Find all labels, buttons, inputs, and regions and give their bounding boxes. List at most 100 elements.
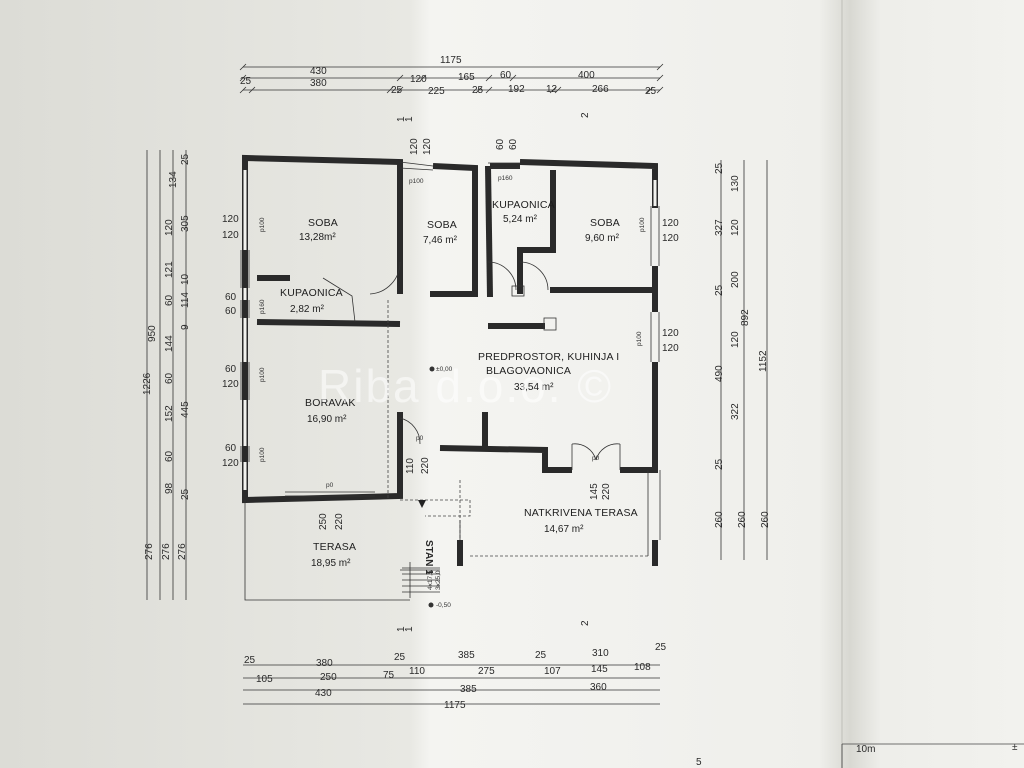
dim-bot-105: 105 [256, 674, 273, 685]
room-soba-2-area: 7,46 m² [423, 235, 458, 246]
dim-bot-25d: 25 [655, 642, 667, 653]
shaft-2 [543, 317, 557, 331]
dim-left-144: 144 [164, 335, 175, 352]
dim-top-total: 1175 [440, 55, 462, 66]
dim-bot-110: 110 [409, 666, 425, 677]
dim-right-322: 322 [730, 403, 741, 420]
level-minus: -0,50 [436, 602, 451, 609]
dim-top-25b: 25 [391, 85, 403, 96]
room-kupaonica-2-area: 2,82 m² [290, 304, 325, 315]
room-natkrivena-area: 14,67 m² [544, 524, 584, 535]
dim-left-134: 134 [168, 171, 179, 188]
dim-top-60: 60 [500, 70, 512, 81]
axis-1-top: 1 [396, 116, 407, 122]
level-minus-marker [428, 602, 434, 608]
wd-w5-a: 120 [662, 218, 679, 229]
label-p100-c: p100 [259, 367, 266, 382]
watermark: Riba d.o.o. © [318, 360, 613, 412]
dim-left-10: 10 [180, 273, 191, 285]
wd-w4-b: 120 [222, 458, 239, 469]
axis-1b-bottom: 1 [404, 626, 415, 632]
dim-right-327: 327 [714, 219, 725, 236]
dim-right-490: 490 [714, 365, 725, 382]
dim-bot-275: 275 [478, 666, 495, 677]
dim-right-25b: 25 [714, 284, 725, 296]
wd-door2-b: 220 [334, 513, 345, 530]
dim-top-430: 430 [310, 66, 327, 77]
room-kupaonica-1-area: 5,24 m² [503, 214, 538, 225]
wd-top2-a: 60 [495, 138, 506, 150]
label-p0-c: p0 [592, 455, 600, 462]
room-soba-3-area: 9,60 m² [585, 233, 620, 244]
wd-door3-b: 220 [601, 483, 612, 500]
wd-top2-b: 60 [508, 138, 519, 150]
dim-left-60c: 60 [164, 450, 175, 462]
room-soba-1-name: SOBA [308, 217, 338, 229]
wd-w5-b: 120 [662, 233, 679, 244]
dim-left-152: 152 [164, 405, 175, 422]
dim-right-1152: 1152 [758, 350, 769, 372]
label-p100-e: p100 [639, 217, 646, 232]
dim-bot-145: 145 [591, 664, 608, 675]
wd-door3-a: 145 [589, 483, 600, 500]
dim-right-200: 200 [730, 271, 741, 288]
wd-w6-a: 120 [662, 328, 679, 339]
dim-bot-25a: 25 [244, 655, 256, 666]
label-p100-b: p100 [259, 217, 266, 232]
stan-label: STAN 1 [423, 540, 434, 575]
dim-bot-107: 107 [544, 666, 561, 677]
room-soba-2-name: SOBA [427, 219, 457, 231]
dim-bot-25b: 25 [394, 652, 406, 663]
dim-bot-250: 250 [320, 672, 337, 683]
wd-w3-a: 60 [225, 364, 237, 375]
dim-bot-25c: 25 [535, 650, 547, 661]
wd-w1-b: 120 [222, 230, 239, 241]
dim-top-25a: 25 [240, 76, 252, 87]
dim-bot-430: 430 [315, 688, 332, 699]
wd-w1-a: 120 [222, 214, 239, 225]
page-number: 5 [696, 757, 702, 768]
dim-left-25a: 25 [180, 153, 191, 165]
label-p100-d: p100 [259, 447, 266, 462]
dim-bot-385a: 385 [458, 650, 475, 661]
wd-door1-a: 110 [405, 458, 416, 474]
dim-left-60a: 60 [164, 294, 175, 306]
dim-left-total: 1226 [142, 372, 153, 395]
dim-left-98: 98 [164, 482, 175, 494]
room-terasa-area: 18,95 m² [311, 558, 351, 569]
dim-bot-360: 360 [590, 682, 607, 693]
dim-top-25c: 25 [472, 85, 484, 96]
dim-top-165: 165 [458, 72, 475, 83]
label-p0-b: p0 [416, 435, 424, 442]
walls [242, 154, 658, 504]
dim-top-225: 225 [428, 86, 445, 97]
windows [240, 161, 660, 497]
dim-left-950: 950 [147, 325, 158, 342]
dim-right-260a: 260 [714, 511, 725, 528]
dim-bot-total: 1175 [444, 700, 466, 711]
bottom-dimension-lines [243, 664, 660, 705]
room-terasa-name: TERASA [313, 541, 356, 553]
room-soba-1-area: 13,28m² [299, 232, 336, 243]
label-p100-a: p100 [409, 178, 424, 185]
dim-top-192: 192 [508, 84, 525, 95]
door-swings [322, 261, 621, 470]
label-p100-f: p100 [636, 331, 643, 346]
dim-top-266: 266 [592, 84, 609, 95]
dim-left-121: 121 [164, 261, 175, 278]
wd-w2-a: 60 [225, 292, 237, 303]
wd-w2-b: 60 [225, 306, 237, 317]
dim-left-305: 305 [180, 215, 191, 232]
dim-bot-108: 108 [634, 662, 651, 673]
dim-left-276a: 276 [144, 543, 155, 560]
dim-top-12: 12 [546, 84, 558, 95]
dim-top-400: 400 [578, 70, 595, 81]
dim-left-25b: 25 [180, 488, 191, 500]
dim-right-130: 130 [730, 175, 741, 192]
room-predprostor-area: 33,54 m² [514, 382, 554, 393]
level-0-marker [429, 366, 435, 372]
axis-1b-top: 1 [404, 116, 415, 122]
dim-right-892: 892 [740, 309, 751, 326]
room-predprostor-name-2: BLAGOVAONICA [486, 365, 571, 377]
